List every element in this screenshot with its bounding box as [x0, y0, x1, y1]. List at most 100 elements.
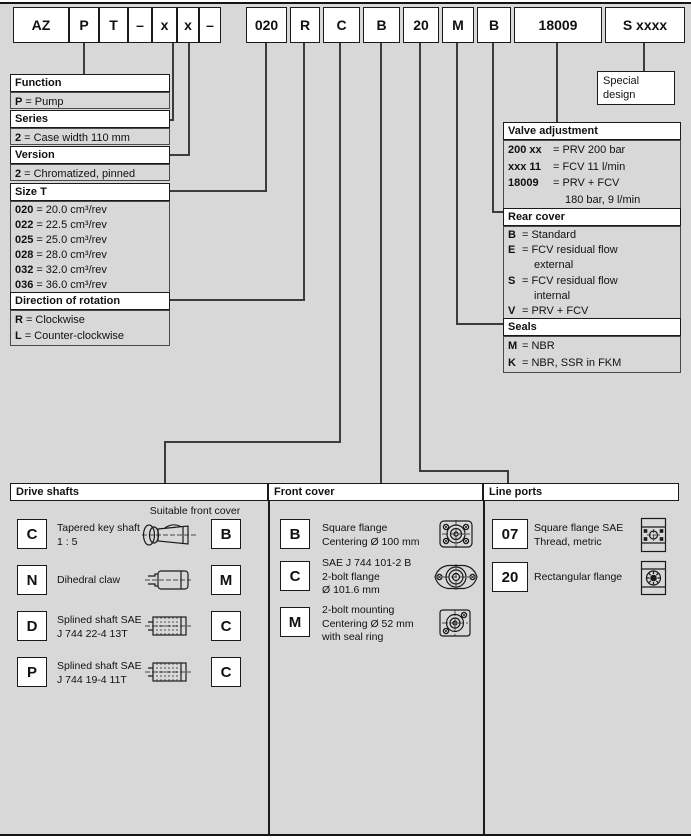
special-design-line: Special [603, 75, 640, 87]
table-row: 032=32.0 cm³/rev [15, 264, 107, 276]
connector-rotation [303, 43, 305, 301]
code-cell-dash1: – [128, 7, 152, 43]
connector-version [168, 154, 190, 156]
two-bolt-mounting-icon [438, 607, 472, 639]
table-row: 036=36.0 cm³/rev [15, 279, 107, 291]
connector-seals [456, 323, 505, 325]
table-row: K=NBR, SSR in FKM [508, 356, 622, 369]
section-divider [483, 501, 485, 834]
seals-table: Seals M=NBR K=NBR, SSR in FKM [503, 318, 681, 373]
code-cell-az: AZ [13, 7, 69, 43]
section-divider [268, 501, 270, 834]
label-line: Thread, metric [534, 535, 602, 548]
special-design-line: design [603, 89, 636, 101]
suitable-front-cover-code: M [211, 565, 241, 595]
function-table: Function P=Pump [10, 74, 170, 109]
code-cell-size: 020 [246, 7, 287, 43]
splined-shaft-icon [144, 659, 192, 685]
table-row: 2=Case width 110 mm [15, 132, 130, 144]
square-flange-icon [438, 518, 474, 550]
code-cell-dash2: – [199, 7, 221, 43]
code-cell-t: T [99, 7, 128, 43]
front-cover-code-c: C [280, 561, 310, 591]
square-flange-sae-port-icon [640, 517, 667, 553]
front-cover-code-m: M [280, 607, 310, 637]
special-design-box: Special design [597, 71, 675, 105]
table-row-continuation: 180 bar, 9 l/min [565, 193, 641, 206]
rear-cover-header: Rear cover [503, 208, 681, 226]
rear-cover-table: Rear cover B=Standard E=FCV residual flo… [503, 208, 681, 320]
label-line: Dihedral claw [57, 574, 121, 586]
table-row: B=Standard [508, 229, 577, 241]
table-row: V=PRV + FCV [508, 305, 589, 318]
table-row: 18009=PRV + FCV [508, 177, 620, 189]
label-line: Centering Ø 52 mm [322, 617, 414, 630]
drive-shaft-code-n: N [17, 565, 47, 595]
drive-shaft-label: Dihedral claw [57, 574, 120, 588]
code-cell-front-cover: B [363, 7, 400, 43]
drive-shaft-code-d: D [17, 611, 47, 641]
connector-rotation [168, 299, 305, 301]
suitable-front-cover-code: C [211, 611, 241, 641]
line-port-label: Rectangular flange [534, 571, 622, 585]
top-rule [0, 2, 691, 4]
function-header: Function [10, 74, 170, 92]
table-row-continuation: external [534, 259, 574, 272]
code-cell-rear-cover: B [477, 7, 511, 43]
front-cover-label: Square flange Centering Ø 100 mm [322, 522, 419, 549]
table-row: M=NBR [508, 340, 555, 352]
sae-2-bolt-flange-icon [432, 561, 480, 593]
line-port-code-20: 20 [492, 562, 528, 592]
drive-shafts-header: Drive shafts [10, 483, 268, 501]
table-row: 020=20.0 cm³/rev [15, 204, 107, 216]
label-line: Ø 101.6 mm [322, 584, 380, 596]
front-cover-label: SAE J 744 101-2 B 2-bolt flange Ø 101.6 … [322, 557, 411, 598]
table-row: L=Counter-clockwise [15, 330, 125, 342]
label-line: J 744 22-4 13T [57, 627, 128, 640]
connector-line-ports [507, 470, 509, 485]
code-cell-drive-shaft: C [323, 7, 360, 43]
label-line: J 744 19-4 11T [57, 673, 127, 686]
label-line: 2-bolt flange [322, 570, 380, 583]
line-port-code-07: 07 [492, 519, 528, 549]
bottom-rule [0, 834, 691, 836]
connector-drive-shafts [339, 43, 341, 443]
table-row: xxx 11=FCV 11 l/min [508, 160, 626, 173]
label-line: Square flange [322, 522, 388, 534]
connector-drive-shafts [164, 441, 341, 443]
rotation-header: Direction of rotation [10, 292, 170, 310]
connector-special-design [643, 43, 645, 73]
connector-size [265, 43, 267, 192]
connector-series [166, 119, 174, 121]
version-table: Version 2=Chromatized, pinned [10, 146, 170, 181]
connector-line-ports [419, 43, 421, 472]
connector-seals [456, 43, 458, 325]
table-row: 2=Chromatized, pinned [15, 168, 136, 180]
table-row-continuation: internal [534, 289, 571, 302]
size-table: Size T 020=20.0 cm³/rev 022=22.5 cm³/rev… [10, 183, 170, 293]
dihedral-claw-icon [144, 568, 192, 592]
drive-shaft-code-p: P [17, 657, 47, 687]
line-ports-header: Line ports [483, 483, 679, 501]
label-line: with seal ring [322, 631, 384, 643]
label-line: Splined shaft SAE [57, 614, 142, 626]
connector-size [168, 190, 267, 192]
label-line: Rectangular flange [534, 571, 623, 583]
rectangular-flange-icon [640, 560, 667, 596]
drive-shaft-label: Splined shaft SAE J 744 19-4 11T [57, 660, 142, 687]
table-row: E=FCV residual flow [508, 244, 618, 257]
connector-valve-adjustment [556, 43, 558, 124]
label-line: SAE J 744 101-2 B [322, 557, 412, 569]
tapered-key-shaft-icon [140, 520, 198, 550]
table-row: 200 xx=PRV 200 bar [508, 144, 626, 156]
table-row: 022=22.5 cm³/rev [15, 219, 107, 231]
front-cover-label: 2-bolt mounting Centering Ø 52 mm with s… [322, 604, 414, 645]
size-header: Size T [10, 183, 170, 201]
table-row: 025=25.0 cm³/rev [15, 234, 107, 246]
seals-header: Seals [503, 318, 681, 336]
label-line: 2-bolt mounting [322, 604, 395, 616]
front-cover-code-b: B [280, 519, 310, 549]
suitable-front-cover-code: B [211, 519, 241, 549]
valve-adjustment-table: Valve adjustment 200 xx=PRV 200 bar xxx … [503, 122, 681, 210]
